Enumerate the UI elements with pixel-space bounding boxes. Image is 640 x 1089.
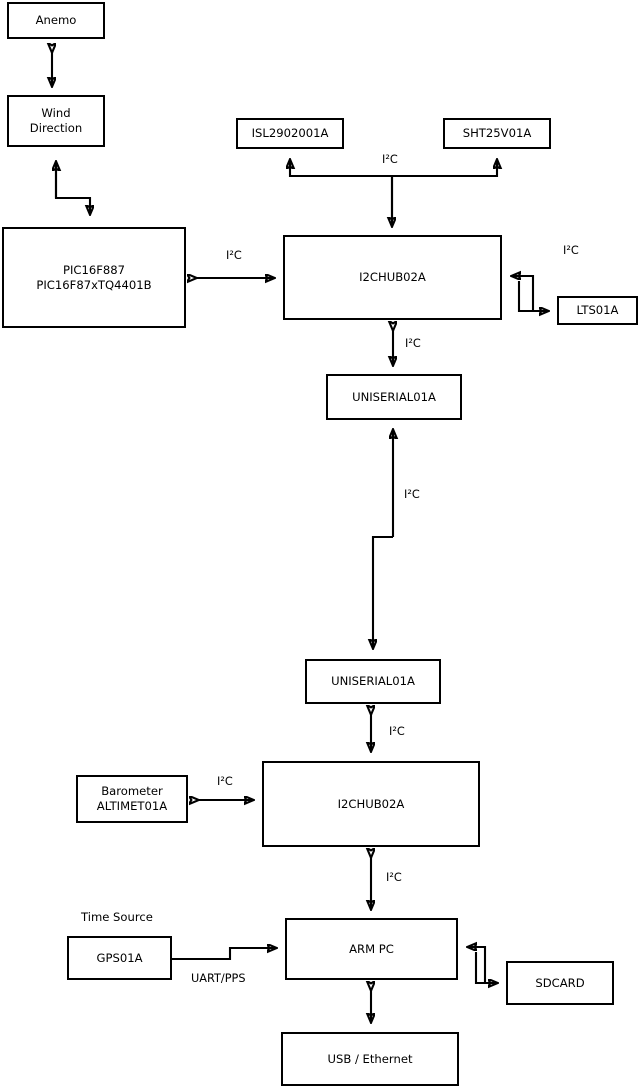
node-isl2902001a[interactable]: ISL2902001A	[236, 118, 344, 149]
node-lts01a[interactable]: LTS01A	[557, 296, 638, 325]
node-uniserial01a-bottom[interactable]: UNISERIAL01A	[305, 659, 441, 704]
edge-sdcard-to-armpc	[468, 947, 487, 983]
edge-label-i2c-pic-hub: I²C	[226, 249, 242, 262]
edge-label-i2c-uniserial-link: I²C	[404, 488, 420, 501]
node-sdcard[interactable]: SDCARD	[506, 961, 614, 1005]
node-i2chub02a-bottom[interactable]: I2CHUB02A	[262, 761, 480, 847]
node-sht25v01a[interactable]: SHT25V01A	[443, 118, 551, 149]
edge-label-i2c-hub2-armpc: I²C	[386, 871, 402, 884]
node-arm-pc[interactable]: ARM PC	[285, 918, 458, 980]
edge-armpc-to-sdcard	[474, 952, 497, 983]
edge-sensorbus-sht	[392, 160, 497, 178]
edge-lts-to-i2chub	[512, 276, 535, 311]
edge-uniserial-link-elbow	[373, 535, 393, 648]
edge-label-i2c-hub-lts: I²C	[563, 244, 579, 257]
edge-label-i2c-sensor-bus: I²C	[382, 153, 398, 166]
edge-label-i2c-hub-uniserial: I²C	[405, 337, 421, 350]
node-pic-microcontroller[interactable]: PIC16F887 PIC16F87xTQ4401B	[2, 227, 186, 328]
edge-winddirection-pic-path	[54, 171, 90, 214]
node-gps01a[interactable]: GPS01A	[67, 936, 172, 980]
edge-sensorbus-isl	[290, 160, 392, 178]
edge-label-i2c-uniserial-hub2: I²C	[389, 725, 405, 738]
edge-gps-armpc	[172, 948, 276, 961]
label-time-source: Time Source	[81, 910, 153, 924]
node-wind-direction[interactable]: Wind Direction	[7, 95, 105, 147]
edge-i2chub-to-lts	[517, 281, 548, 311]
edge-label-i2c-barometer-hub: I²C	[217, 775, 233, 788]
edge-label-uart-pps: UART/PPS	[191, 972, 246, 985]
node-usb-ethernet[interactable]: USB / Ethernet	[281, 1032, 459, 1086]
node-uniserial01a-top[interactable]: UNISERIAL01A	[326, 374, 462, 420]
node-anemo[interactable]: Anemo	[7, 2, 105, 39]
node-i2chub02a-top[interactable]: I2CHUB02A	[283, 235, 502, 320]
node-barometer-altimet01a[interactable]: Barometer ALTIMET01A	[76, 775, 188, 823]
